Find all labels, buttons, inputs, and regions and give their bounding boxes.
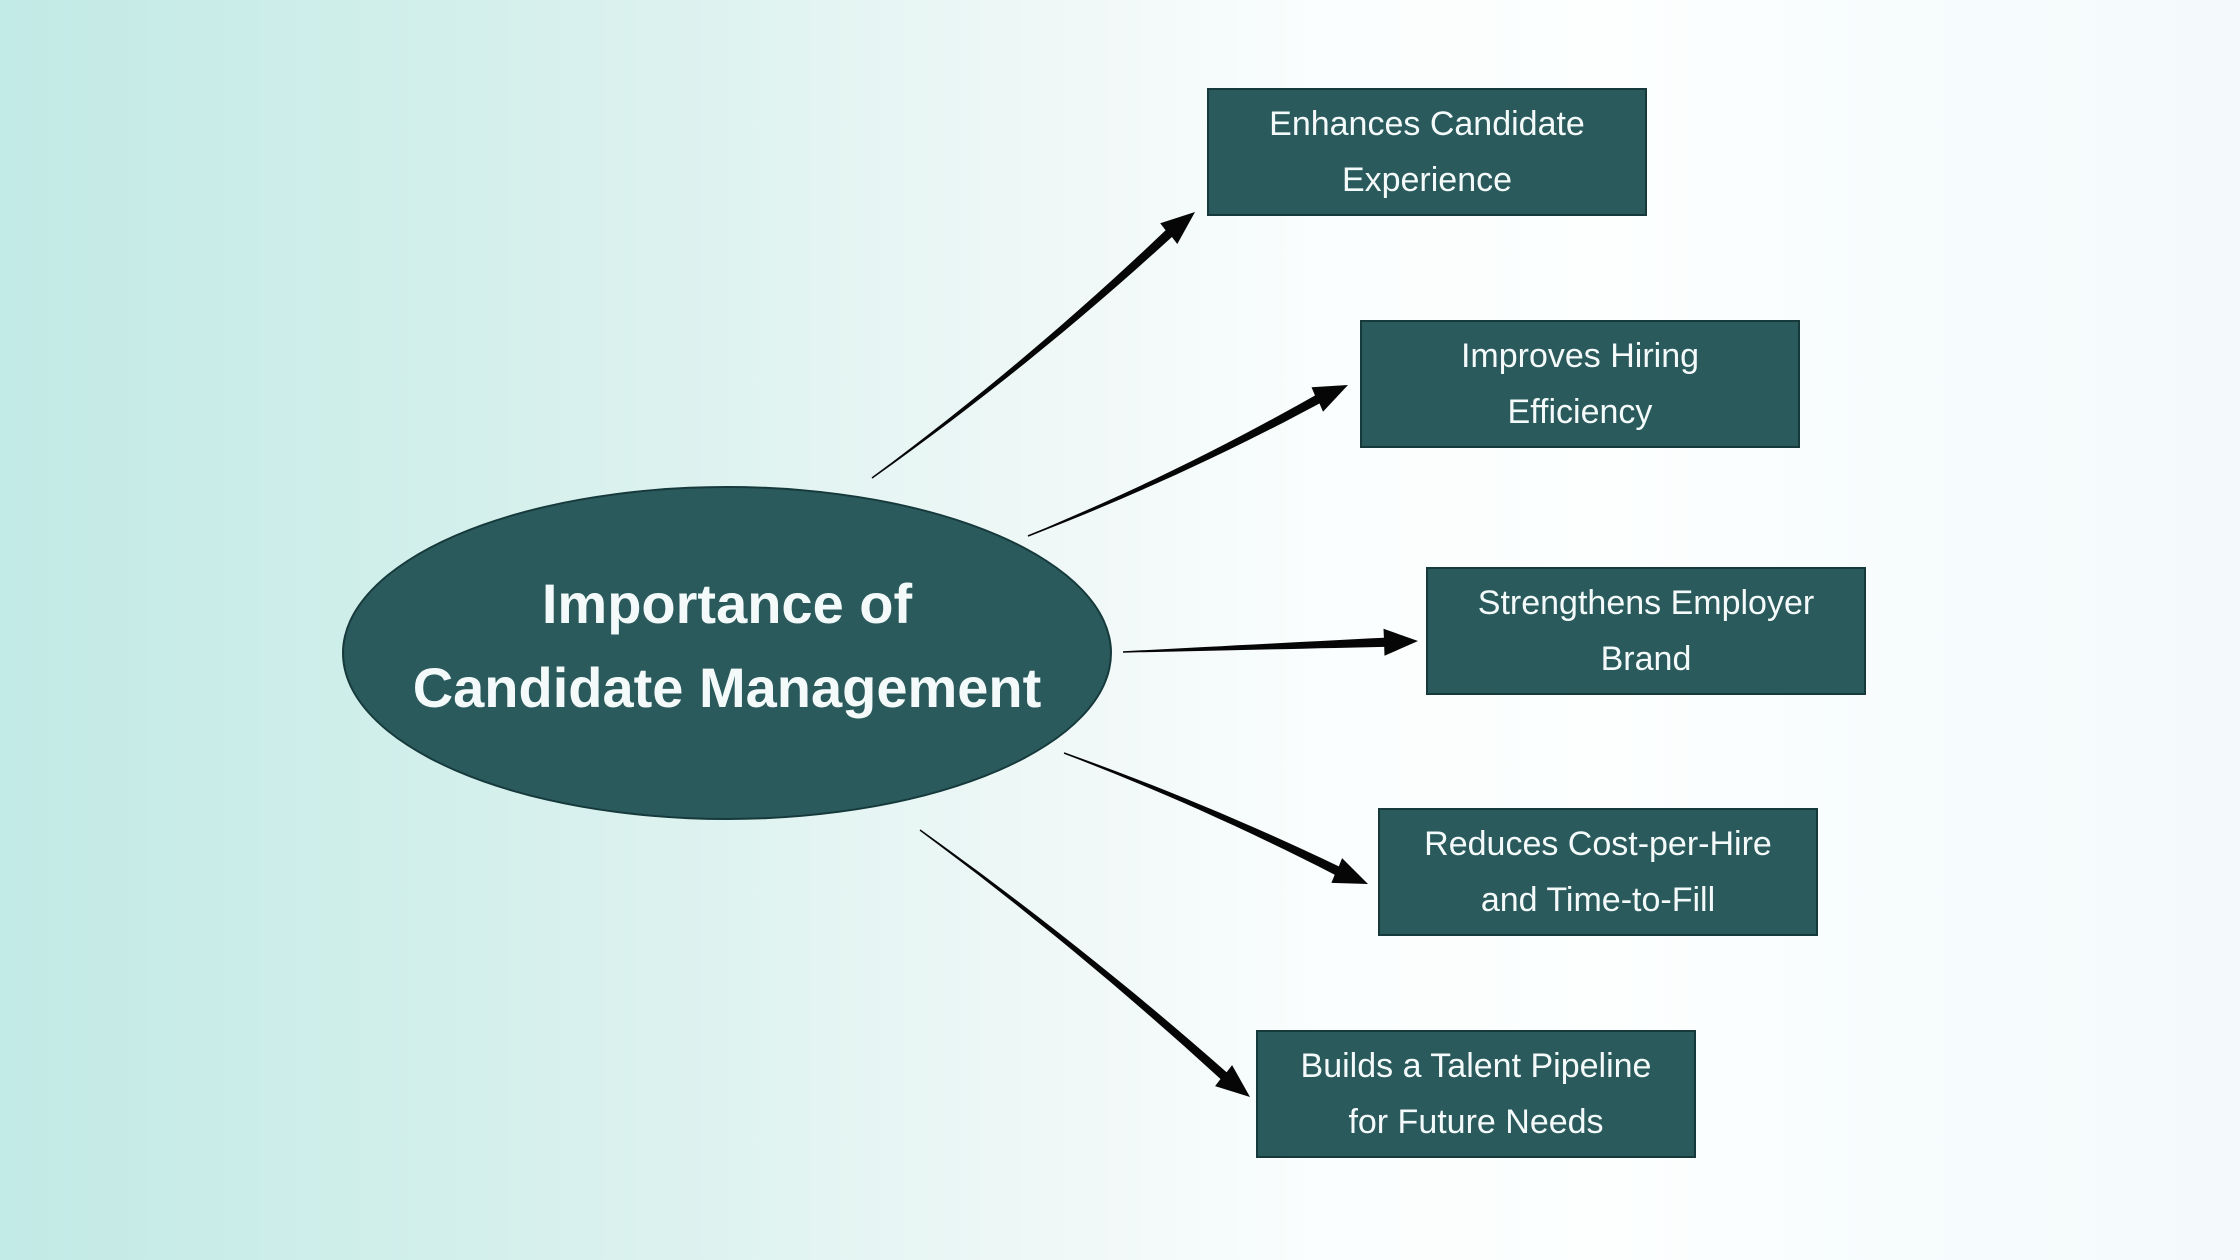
node-label-line: Builds a Talent Pipeline [1300,1047,1652,1085]
central-node-title-line-1: Importance of [541,572,913,635]
node-label-line: and Time-to-Fill [1480,881,1716,919]
node-label-line: for Future Needs [1348,1103,1604,1141]
node-label-line: Brand [1600,640,1692,678]
arrow-to-builds-talent-pipeline [919,829,1250,1097]
arrow-to-enhances-candidate-experience [871,212,1195,479]
node-label-line: Enhances Candidate [1269,105,1585,143]
node-enhances-candidate-experience: Enhances Candidate Experience [1207,88,1647,216]
node-builds-talent-pipeline: Builds a Talent Pipeline for Future Need… [1256,1030,1696,1158]
central-node-title-line-2: Candidate Management [412,656,1042,719]
node-label-line: Strengthens Employer [1477,584,1815,622]
node-improves-hiring-efficiency: Improves Hiring Efficiency [1360,320,1800,448]
node-label-line: Improves Hiring [1460,337,1700,375]
arrow-to-strengthens-employer-brand [1123,628,1418,656]
node-reduces-cost-per-hire: Reduces Cost-per-Hire and Time-to-Fill [1378,808,1818,936]
node-label-line: Reduces Cost-per-Hire [1424,825,1772,863]
central-node-importance-of-candidate-management: Importance of Candidate Management [342,486,1112,820]
arrow-to-reduces-cost-per-hire [1063,752,1368,884]
node-strengthens-employer-brand: Strengthens Employer Brand [1426,567,1866,695]
node-label-line: Efficiency [1507,393,1653,431]
node-label-line: Experience [1341,161,1513,199]
arrow-to-improves-hiring-efficiency [1027,385,1348,537]
